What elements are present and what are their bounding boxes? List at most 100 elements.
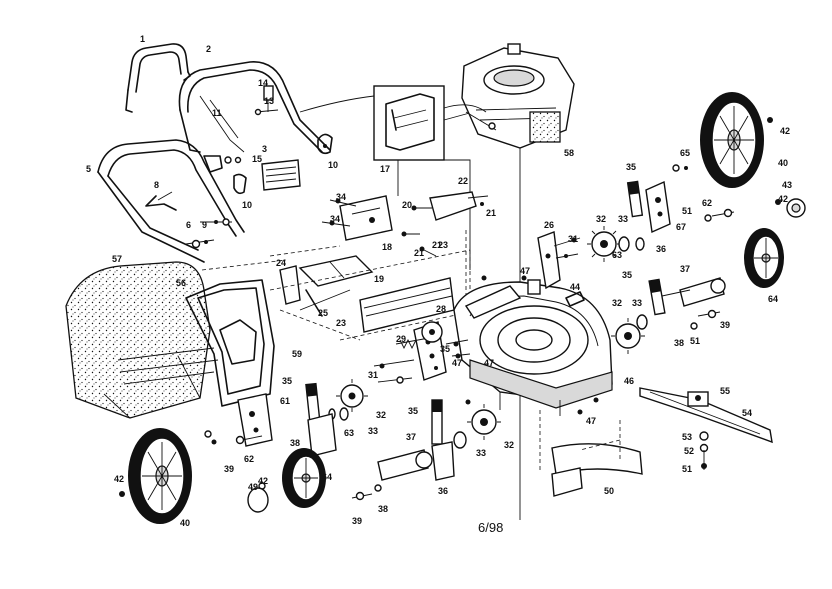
part-callout-21: 21 (486, 208, 496, 218)
part-callout-47: 47 (586, 416, 596, 426)
part-callout-29: 29 (396, 334, 406, 344)
handle-bolt-13 (254, 108, 279, 116)
part-callout-17: 17 (380, 164, 390, 174)
lever-35-middle-right (648, 278, 666, 316)
part-callout-1: 1 (140, 34, 145, 44)
part-callout-42: 42 (778, 194, 788, 204)
part-callout-50: 50 (604, 486, 614, 496)
part-callout-35: 35 (282, 376, 292, 386)
part-callout-24: 24 (276, 258, 286, 268)
upper-handle (125, 43, 191, 113)
part-callout-33: 33 (476, 448, 486, 458)
part-callout-49: 49 (248, 482, 258, 492)
part-callout-36: 36 (438, 486, 448, 496)
control-bail-8 (145, 191, 177, 211)
part-callout-38: 38 (290, 438, 300, 448)
part-callout-36: 36 (656, 244, 666, 254)
part-callout-39: 39 (720, 320, 730, 330)
part-callout-47: 47 (484, 358, 494, 368)
part-callout-34: 34 (336, 192, 346, 202)
part-callout-46: 46 (624, 376, 634, 386)
part-callout-28: 28 (436, 304, 446, 314)
frame-25 (299, 289, 351, 317)
part-callout-31: 31 (368, 370, 378, 380)
part-callout-67: 67 (676, 222, 686, 232)
bolts-31-47 (373, 339, 471, 384)
cable-bracket-10-lower (233, 173, 247, 195)
part-callout-32: 32 (612, 298, 622, 308)
part-callout-35: 35 (408, 406, 418, 416)
blade-adapter-55 (687, 391, 709, 407)
rear-bracket-24 (279, 265, 301, 305)
part-callout-38: 38 (378, 504, 388, 514)
part-callout-13: 13 (264, 96, 274, 106)
middle-handle (178, 61, 331, 153)
part-callout-5: 5 (86, 164, 91, 174)
screws-34 (321, 198, 357, 227)
engine-58 (461, 43, 575, 520)
part-callout-58: 58 (564, 148, 574, 158)
part-callout-47: 47 (520, 266, 530, 276)
lower-handle (97, 139, 245, 263)
part-callout-21: 21 (432, 240, 442, 250)
part-callout-15: 15 (252, 154, 262, 164)
bolts-21-23 (401, 195, 489, 257)
revision-date: 6/98 (478, 520, 504, 535)
deflector-50 (551, 443, 643, 497)
part-callout-42: 42 (780, 126, 790, 136)
instruction-label-3 (261, 159, 301, 191)
front-wheel-64-left (282, 448, 326, 508)
part-callout-21: 21 (414, 248, 424, 258)
handle-knob-9 (200, 218, 232, 226)
part-callout-32: 32 (376, 410, 386, 420)
part-callout-3: 3 (262, 144, 267, 154)
part-callout-18: 18 (382, 242, 392, 252)
bracket-61-lower (237, 393, 273, 447)
part-callout-19: 19 (374, 274, 384, 284)
part-callout-62: 62 (244, 454, 254, 464)
part-callout-57: 57 (112, 254, 122, 264)
plate-18 (339, 195, 393, 241)
part-callout-59: 59 (292, 349, 302, 359)
part-callout-54: 54 (742, 408, 752, 418)
part-callout-34: 34 (330, 214, 340, 224)
front-wheel-64-right (744, 228, 784, 288)
part-callout-6: 6 (186, 220, 191, 230)
gear-32-lower-left (336, 379, 368, 412)
cable-bracket-10-upper (317, 133, 333, 155)
right-adjuster-26 (537, 231, 581, 290)
handle-clip-14 (263, 85, 274, 112)
lever-35-lower-center (431, 399, 443, 445)
part-callout-10: 10 (328, 160, 338, 170)
part-callout-32: 32 (504, 440, 514, 450)
part-callout-9: 9 (202, 220, 207, 230)
part-callout-2: 2 (206, 44, 211, 54)
part-callout-38: 38 (674, 338, 684, 348)
part-callout-40: 40 (180, 518, 190, 528)
part-callout-64: 64 (322, 472, 332, 482)
axle-37-upper (661, 277, 726, 307)
part-callout-63: 63 (612, 250, 622, 260)
bracket-36-lower (307, 413, 455, 481)
part-callout-25: 25 (318, 308, 328, 318)
handle-knob-6 (185, 239, 215, 249)
part-callout-53: 53 (682, 432, 692, 442)
part-callout-20: 20 (402, 200, 412, 210)
rear-wheel-40-upper (700, 92, 764, 188)
bracket-61-upper (645, 180, 671, 234)
gear-32-right (611, 318, 645, 354)
part-callout-37: 37 (680, 264, 690, 274)
part-callout-39: 39 (352, 516, 362, 526)
part-callout-33: 33 (632, 298, 642, 308)
part-callout-26: 26 (544, 220, 554, 230)
part-callout-42: 42 (258, 476, 268, 486)
part-callout-55: 55 (720, 386, 730, 396)
part-callout-52: 52 (684, 446, 694, 456)
part-callout-65: 65 (680, 148, 690, 158)
part-callout-61: 61 (280, 396, 290, 406)
control-panel-inset-17 (373, 85, 445, 161)
part-callout-51: 51 (690, 336, 700, 346)
part-callout-37: 37 (406, 432, 416, 442)
